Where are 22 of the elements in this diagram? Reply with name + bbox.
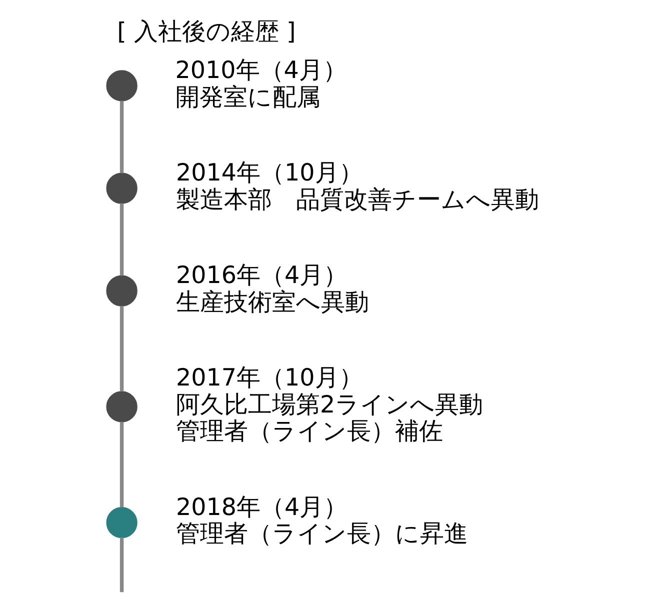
node-circle: [106, 507, 138, 538]
node-circle: [106, 275, 138, 306]
node-label: 生産技術室へ異動: [176, 288, 370, 316]
diagram-title: [ 入社後の経歴 ]: [117, 17, 296, 46]
node-label: 阿久比工場第2ラインへ異動: [176, 390, 484, 418]
connector: [120, 306, 124, 392]
connector: [120, 422, 124, 508]
node-label: 管理者（ライン長）補佐: [176, 417, 444, 446]
node-label: 2018年（4月）: [176, 492, 348, 521]
connector: [120, 538, 124, 592]
node-label: 開発室に配属: [175, 82, 320, 111]
node-label: 2010年（4月）: [175, 56, 347, 84]
node-label: 2017年（10月）: [176, 364, 363, 392]
node-circle: [106, 172, 138, 204]
node-circle: [106, 70, 138, 102]
node-label: 2016年（4月）: [176, 261, 348, 290]
node-label: 製造本部 品質改善チームへ異動: [176, 185, 540, 214]
connector: [120, 203, 124, 276]
node-label: 2014年（10月）: [176, 158, 363, 187]
node-label: 管理者（ライン長）に昇進: [176, 520, 468, 548]
connector: [120, 100, 124, 174]
node-circle: [106, 391, 138, 422]
